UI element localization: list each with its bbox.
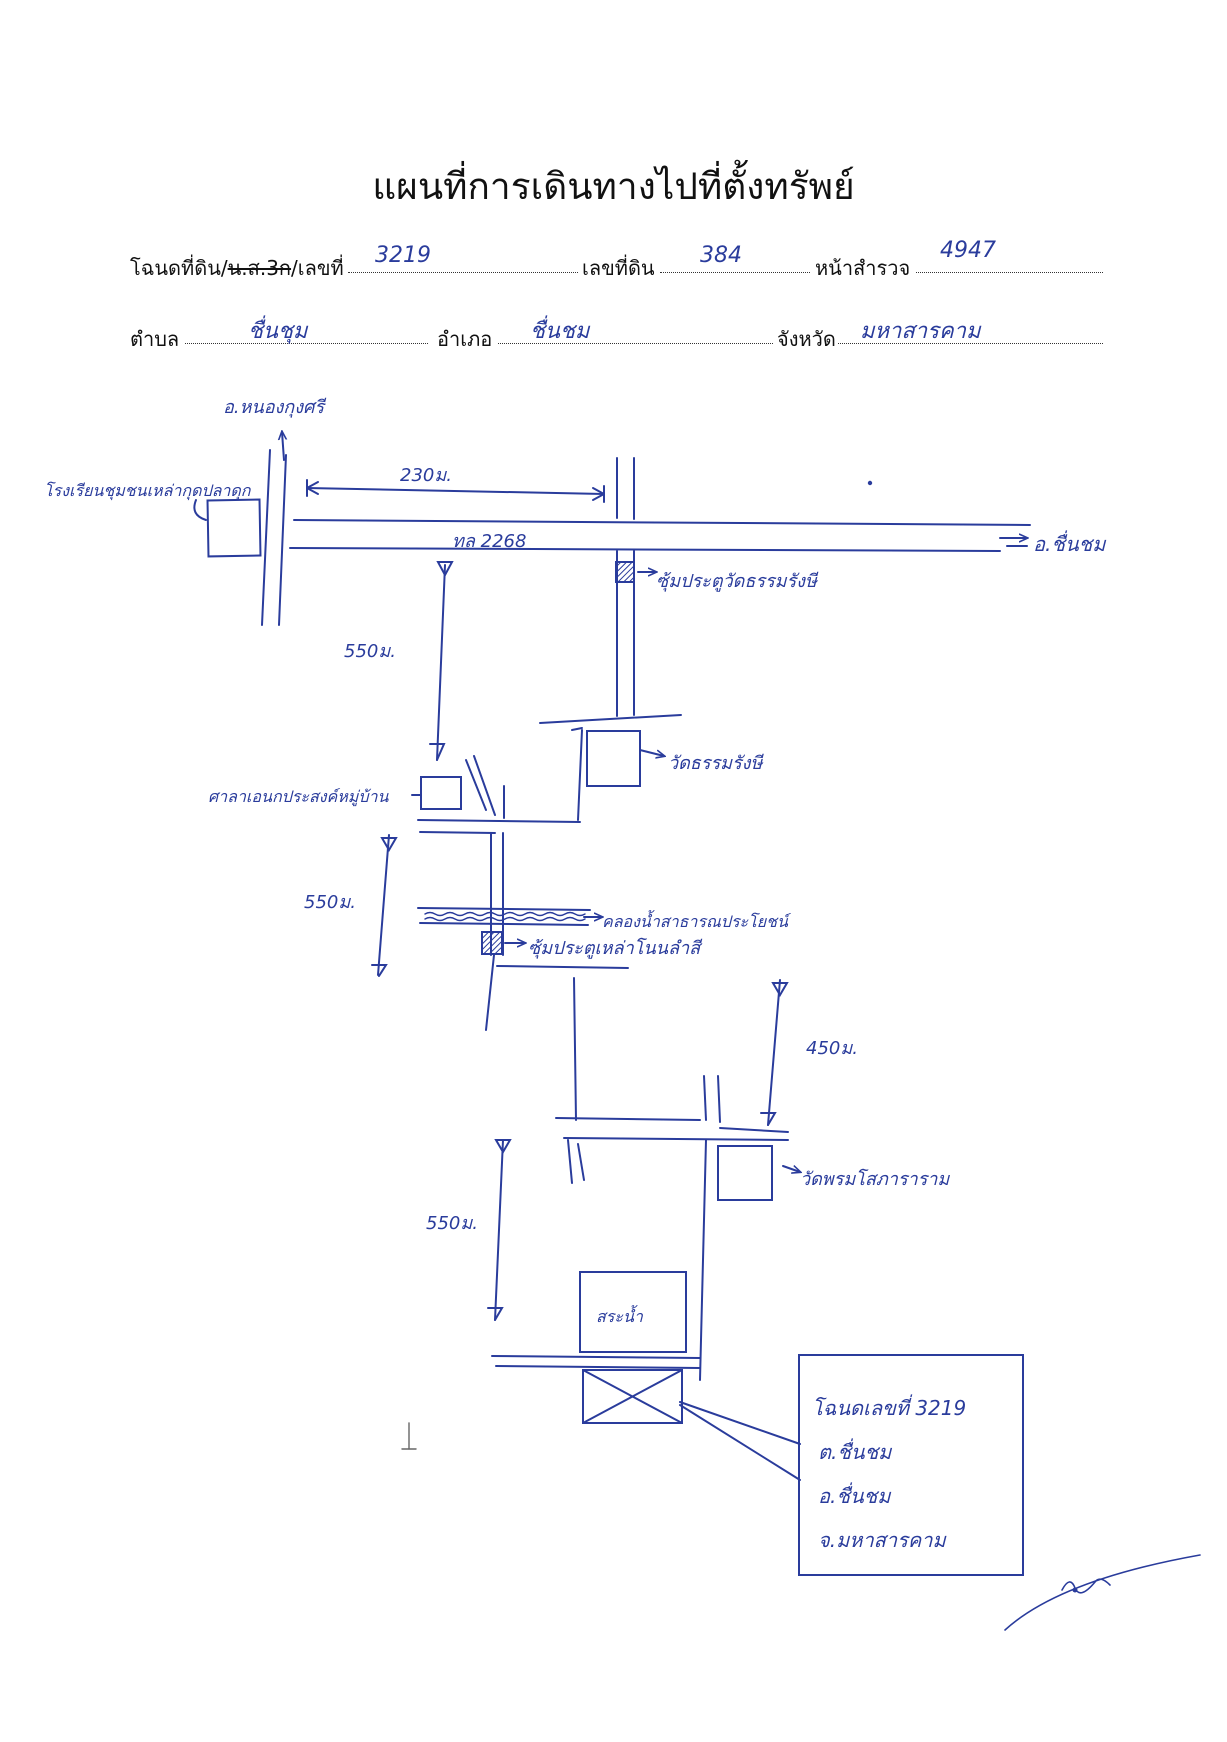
info-deed-no: โฉนดเลขที่ 3219 (812, 1396, 967, 1420)
district-line (498, 343, 773, 344)
school-box (206, 498, 262, 558)
subdistrict-value: ชื่นชุม (248, 319, 308, 344)
district-label: อำเภอ (437, 327, 493, 351)
road-east-top (496, 965, 629, 969)
temple-1-box (586, 730, 641, 787)
deed-label: โฉนดที่ดิน/น.ส.3ก/เลขที่ (130, 256, 344, 280)
pond-box (579, 1271, 687, 1353)
survey-page-value: 4947 (940, 238, 996, 263)
province-value: มหาสารคาม (860, 319, 981, 344)
label-dist-550-c: 550ม. (426, 1213, 478, 1234)
info-province: จ.มหาสารคาม (818, 1528, 946, 1552)
land-no-line (660, 272, 810, 273)
temple-2-box (717, 1145, 773, 1201)
road-south-4 (699, 1139, 707, 1381)
info-district: อ.ชื่นชม (818, 1484, 891, 1508)
arch-1 (615, 561, 635, 583)
road-pavilion-top (417, 819, 581, 823)
label-arch-2: ซุ้มประตูเหล่าโนนลำสี (528, 938, 701, 959)
dim-550-b (377, 834, 390, 976)
road-south-3-left (485, 954, 495, 1031)
dim-550-a-top (436, 561, 454, 578)
info-subdistrict: ต.ชื่นชม (818, 1440, 892, 1464)
survey-page-label: หน้าสำรวจ (815, 256, 911, 280)
highway-bottom-edge (289, 547, 1001, 552)
signature (1004, 1554, 1201, 1631)
info-box (798, 1354, 1024, 1576)
arch-2 (481, 931, 503, 955)
plot-leader-1 (679, 1401, 801, 1445)
survey-page-line (916, 272, 1103, 273)
label-pavilion: ศาลาเอนกประสงค์หมู่บ้าน (208, 787, 389, 806)
highway-top-edge (293, 519, 1031, 526)
label-dist-230: 230ม. (400, 465, 452, 486)
road-east-inner (573, 977, 577, 1121)
label-dist-550-b: 550ม. (304, 892, 356, 913)
district-value: ชื่นชม (530, 319, 590, 344)
province-label: จังหวัด (777, 327, 836, 351)
deed-no-line (348, 272, 578, 273)
label-arch-1: ซุ้มประตูวัดธรรมรังษี (656, 571, 817, 592)
label-canal: คลองน้ำสาธารณประโยชน์ (602, 912, 788, 931)
province-line (838, 343, 1103, 344)
road-pavilion-bottom (419, 831, 496, 834)
label-to-north: อ.หนองกุงศรี (223, 397, 325, 418)
arrow-north (282, 432, 284, 461)
dim-450 (767, 979, 781, 1126)
road-temple2-top (563, 1137, 789, 1141)
road-plot-top (491, 1355, 701, 1359)
canal-top (417, 907, 591, 911)
plot-box (582, 1369, 683, 1424)
plot-leader-2 (679, 1404, 801, 1481)
label-school: โรงเรียนชุมชนเหล่ากุดปลาดุก (44, 481, 251, 500)
pavilion-box (420, 776, 462, 810)
label-temple-2: วัดพรมโสภาราราม (800, 1169, 950, 1190)
label-dist-550-a: 550ม. (344, 641, 396, 662)
road-east-right-top (703, 1075, 707, 1121)
subdistrict-line (185, 343, 428, 344)
page-title: แผนที่การเดินทางไปที่ตั้งทรัพย์ (372, 165, 855, 208)
subdistrict-label: ตำบล (130, 327, 180, 351)
land-no-label: เลขที่ดิน (582, 256, 655, 280)
label-to-chuenchom: อ.ชื่นชม (1033, 532, 1106, 556)
label-dist-450: 450ม. (806, 1038, 858, 1059)
label-temple-1: วัดธรรมรังษี (668, 753, 763, 774)
dim-230-line (306, 487, 605, 495)
road-west-left-edge (261, 449, 271, 626)
deed-no-value: 3219 (375, 243, 431, 268)
road-temple1-left (577, 729, 583, 821)
dim-550-c (494, 1139, 504, 1321)
label-pond: สระน้ำ (596, 1307, 643, 1326)
dim-550-a (436, 564, 446, 761)
land-no-value: 384 (700, 243, 742, 268)
label-road-2268: ทล 2268 (452, 531, 527, 552)
road-west-right-edge (278, 454, 287, 626)
school-leader (193, 499, 207, 521)
canal-bottom (419, 922, 589, 926)
